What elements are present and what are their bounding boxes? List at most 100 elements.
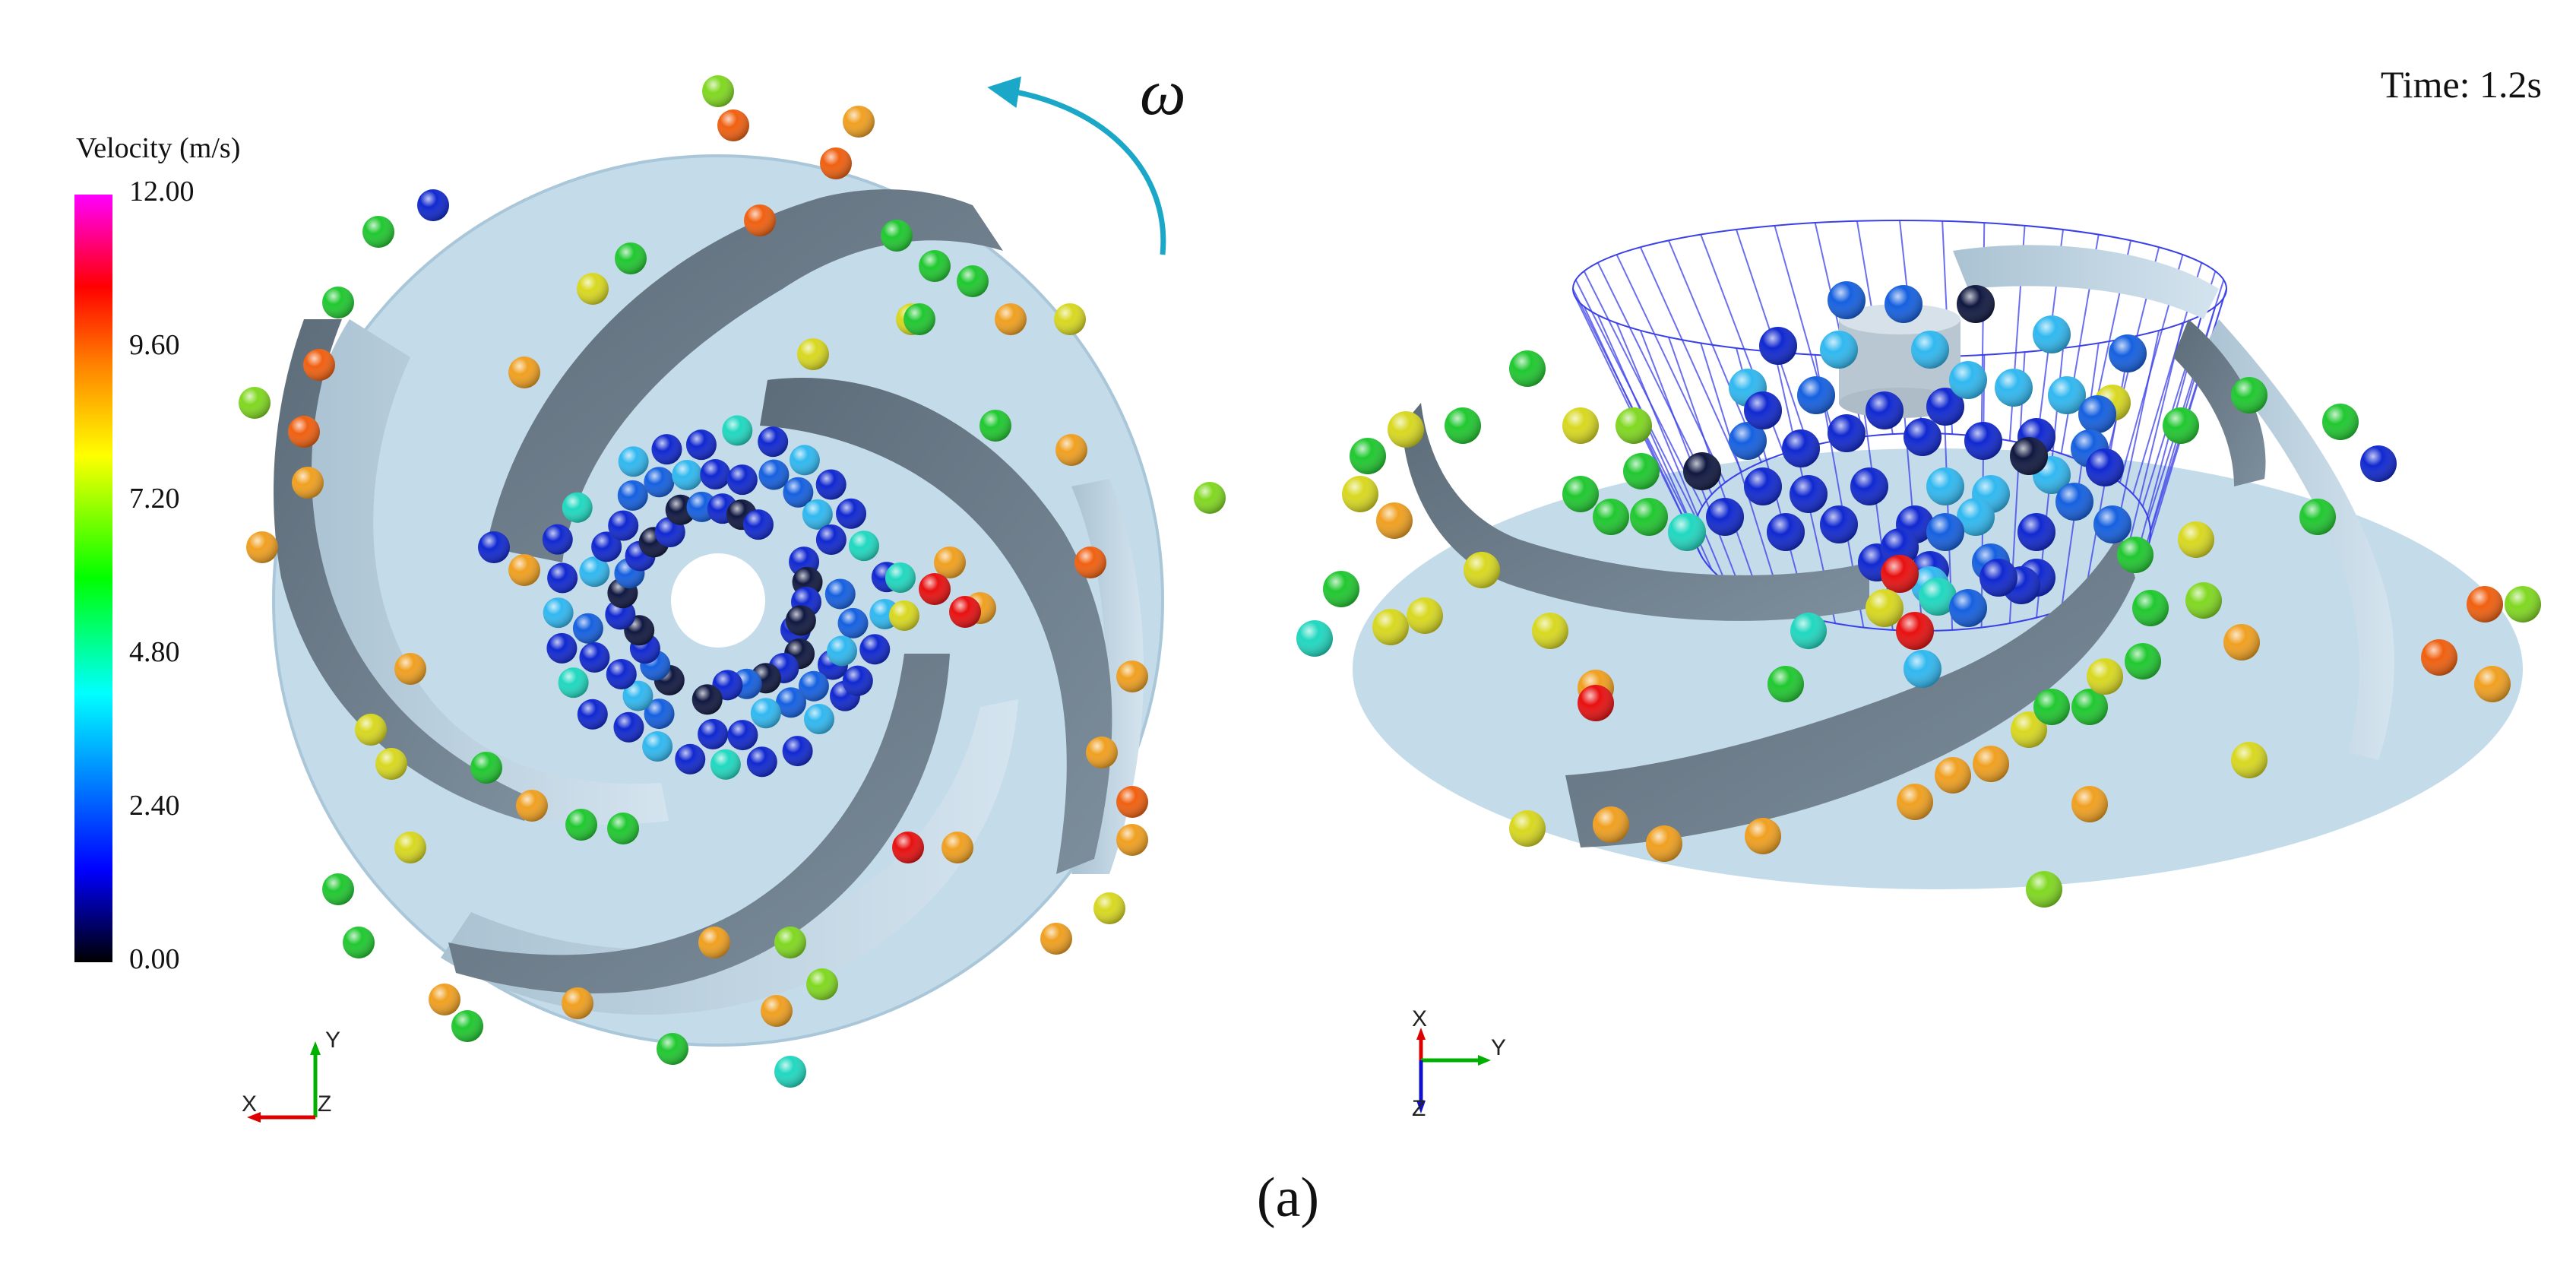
particle-shade (698, 927, 730, 958)
axes-right: X Y Z (1412, 1006, 1506, 1121)
particle-shade (820, 147, 852, 179)
legend-tick-9.6: 9.60 (129, 329, 180, 361)
legend-tick-4.8: 4.80 (129, 636, 180, 668)
particle-shade (1745, 818, 1781, 854)
particle-shade (827, 635, 857, 666)
particle-shade (1323, 571, 1359, 607)
particle-shade (2231, 377, 2267, 413)
particle-shade (790, 445, 820, 475)
particle-shade (2078, 395, 2116, 433)
particle-shade (1820, 331, 1858, 369)
particle-shade (657, 1033, 688, 1065)
particle-shade (786, 605, 816, 635)
particle-shade (606, 659, 637, 689)
velocity-legend: Velocity (m/s) 12.00 9.60 7.20 4.80 2.40… (74, 132, 240, 975)
particle-shade (1949, 589, 1987, 627)
particle-shade (744, 204, 776, 236)
particle-shade (1957, 285, 1995, 323)
particle-shade (804, 704, 834, 734)
particle-shade (615, 242, 647, 274)
rotation-indicator: ω (1003, 55, 1186, 255)
particle-shade (2010, 437, 2048, 475)
particle-shade (2505, 586, 2541, 622)
omega-symbol: ω (1140, 55, 1186, 128)
particle-shade (1904, 650, 1941, 688)
particle-shade (1828, 281, 1866, 319)
time-label: Time: 1.2s (2381, 63, 2542, 106)
particle-shade (1885, 285, 1923, 323)
particle-shade (686, 429, 717, 460)
particle-shade (618, 480, 648, 511)
particle-shade (303, 349, 335, 381)
particle-shade (1828, 414, 1866, 452)
impeller-top-view (239, 75, 1226, 1088)
particle-shade (292, 467, 324, 499)
particle-shade (774, 927, 806, 958)
particle-shade (1850, 467, 1888, 505)
particle-shade (1562, 407, 1599, 444)
particle-shade (1668, 513, 1706, 551)
particle-shade (1926, 513, 1964, 551)
particle-shade (322, 873, 354, 905)
particle-shade (2474, 666, 2511, 702)
particle-shade (903, 303, 935, 335)
particle-shade (1979, 559, 2017, 597)
particle-shade (1116, 661, 1148, 692)
legend-title: Velocity (m/s) (76, 132, 240, 164)
particle-shade (246, 531, 278, 563)
particle-shade (1445, 407, 1481, 444)
particle-shade (1509, 350, 1546, 387)
particle-shade (727, 464, 758, 495)
particle-shade (2086, 448, 2124, 486)
particle-shade (825, 578, 856, 609)
particle-shade (451, 1010, 483, 1042)
particle-shade (565, 809, 597, 841)
particle-shade (1782, 429, 1820, 467)
particle-shade (672, 460, 702, 490)
particle-shade (619, 446, 649, 477)
legend-tick-0: 0.00 (129, 943, 180, 975)
axis-x-label: X (242, 1091, 257, 1117)
particle-shade (2093, 505, 2131, 543)
particle-shade (1509, 810, 1546, 847)
particle-shade (675, 744, 705, 775)
particle-shade (743, 509, 774, 540)
particle-shade (885, 562, 916, 593)
particle-shade (1949, 361, 1987, 399)
particle-shade (1593, 806, 1629, 843)
particle-shade (995, 303, 1027, 335)
particle-shade (579, 642, 609, 673)
particle-shade (774, 1056, 806, 1088)
particle-shade (1086, 737, 1118, 768)
particle-shade (751, 698, 781, 728)
particle-shade (1911, 331, 1949, 369)
particle-shade (1866, 589, 1904, 627)
particle-shade (322, 287, 354, 318)
particle-shade (2467, 586, 2503, 622)
particle-shade (758, 426, 788, 457)
particle-shade (1767, 513, 1805, 551)
particle-shade (362, 216, 394, 248)
particle-shade (1388, 411, 1424, 448)
axis-y-head-r (1478, 1055, 1491, 1066)
particle-shade (642, 731, 672, 762)
particle-shade (2109, 334, 2147, 372)
particle-shade (700, 459, 730, 489)
particle-shade (1964, 422, 2002, 460)
particle-shade (710, 749, 741, 780)
particle-shade (1896, 612, 1934, 650)
particle-shade (1897, 784, 1933, 820)
legend-colorbar (74, 195, 112, 962)
particle-shade (783, 736, 813, 766)
particle-shade (578, 699, 608, 730)
particle-shade (2033, 689, 2070, 725)
particle-shade (957, 265, 989, 297)
particle-shade (547, 562, 578, 593)
particle-shade (1194, 482, 1226, 514)
particle-shade (1797, 376, 1835, 414)
particle-shade (979, 410, 1011, 442)
particle-shade (1973, 746, 2009, 782)
particle-shade (607, 813, 639, 844)
particle-shade (1593, 499, 1629, 535)
